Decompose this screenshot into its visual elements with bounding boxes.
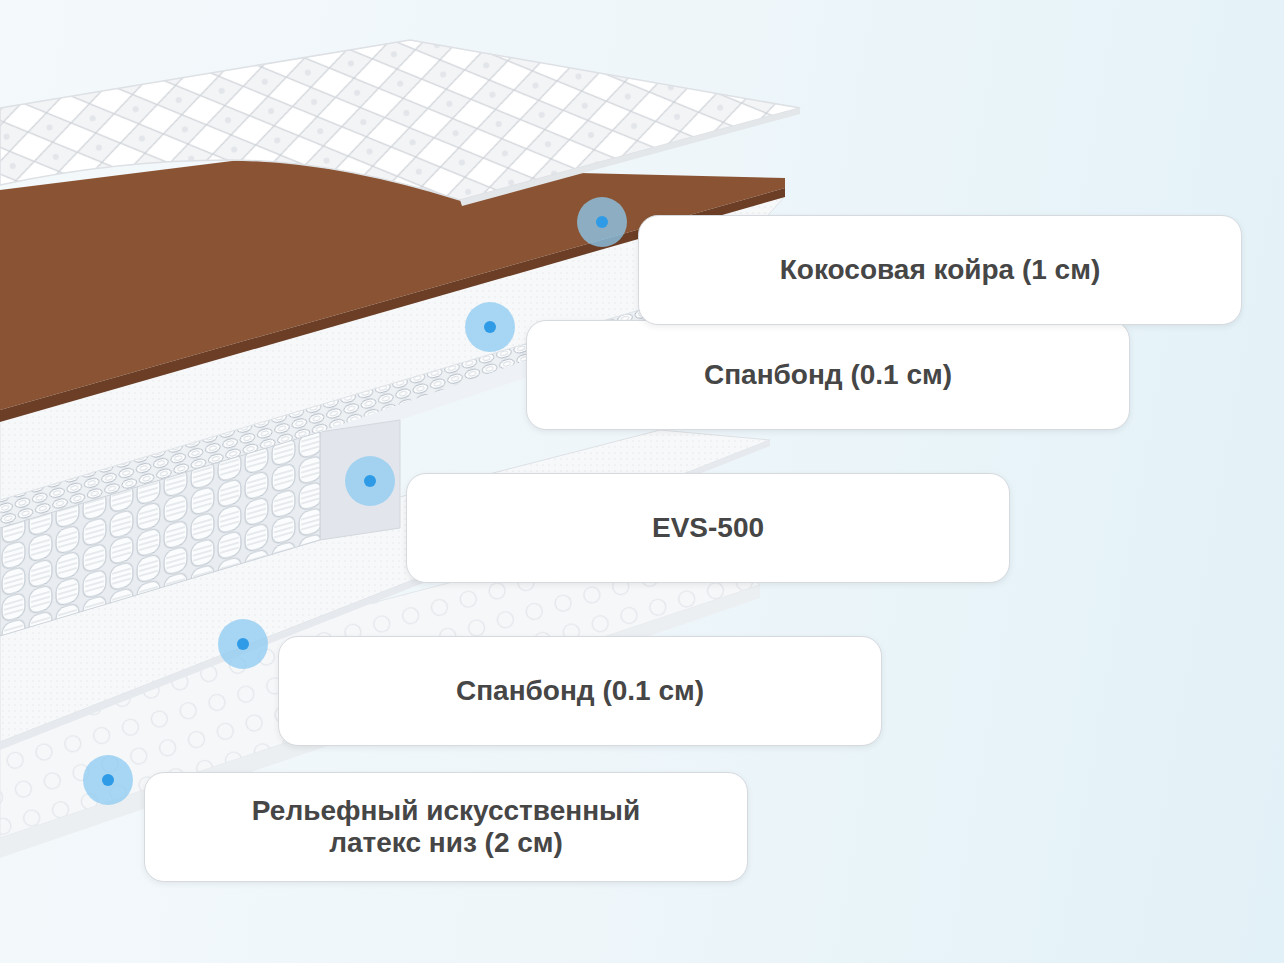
callout-box: Спанбонд (0.1 см)	[526, 320, 1130, 430]
quilted-cover	[0, 40, 800, 206]
callout-box: EVS-500	[406, 473, 1010, 583]
callout-box: Спанбонд (0.1 см)	[278, 636, 882, 746]
marker	[345, 456, 395, 506]
callout-text: EVS-500	[652, 512, 764, 544]
callout-box: Кокосовая койра (1 см)	[638, 215, 1242, 325]
marker-halo	[345, 456, 395, 506]
marker-halo	[83, 755, 133, 805]
marker	[218, 619, 268, 669]
marker-halo	[577, 197, 627, 247]
cover-edge	[460, 108, 800, 206]
marker-halo	[218, 619, 268, 669]
marker-halo	[465, 302, 515, 352]
marker-dot	[364, 475, 376, 487]
callout-text: Спанбонд (0.1 см)	[704, 359, 952, 391]
callout-box: Рельефный искусственный латекс низ (2 см…	[144, 772, 748, 882]
evs-side	[320, 420, 400, 540]
marker	[83, 755, 133, 805]
marker	[577, 197, 627, 247]
marker-dot	[596, 216, 608, 228]
marker-dot	[484, 321, 496, 333]
marker-dot	[237, 638, 249, 650]
marker-dot	[102, 774, 114, 786]
cover-sheet	[0, 40, 800, 200]
callout-text: Кокосовая койра (1 см)	[780, 254, 1100, 286]
callout-text: Спанбонд (0.1 см)	[456, 675, 704, 707]
marker	[465, 302, 515, 352]
callout-text: Рельефный искусственный латекс низ (2 см…	[221, 795, 671, 859]
